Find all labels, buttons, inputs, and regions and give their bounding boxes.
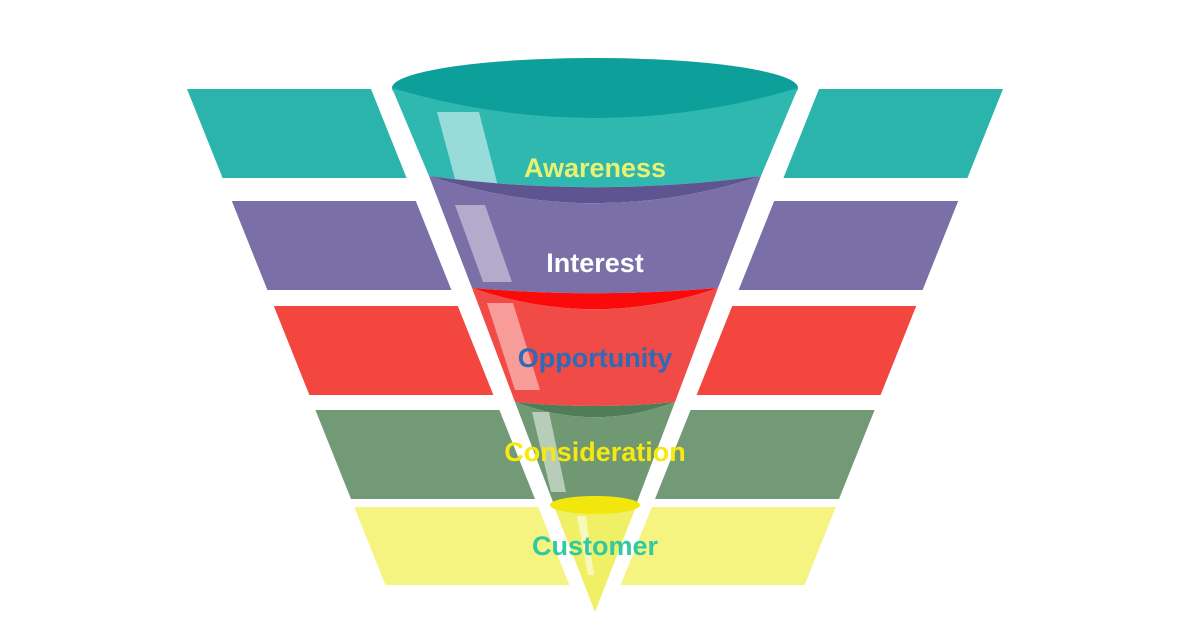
opportunity-wing-right: [696, 306, 917, 395]
customer-label: Customer: [532, 531, 659, 561]
awareness-funnel-segment: [392, 88, 798, 188]
consideration-wing-left: [315, 410, 535, 499]
awareness-top-face: [392, 58, 798, 118]
customer-rim: [550, 496, 640, 514]
awareness-wing-left: [187, 89, 407, 178]
interest-funnel-segment: [429, 176, 761, 294]
opportunity-label: Opportunity: [518, 343, 672, 373]
consideration-highlight-stripe: [532, 412, 566, 492]
interest-highlight-stripe: [455, 205, 512, 282]
interest-wing-right: [738, 201, 959, 290]
customer-wing-left: [354, 507, 570, 585]
opportunity-wing-left: [273, 306, 494, 395]
awareness-highlight-stripe: [437, 112, 500, 194]
interest-wing-left: [231, 201, 452, 290]
consideration-label: Consideration: [504, 437, 686, 467]
customer-funnel-tip: [553, 504, 637, 612]
awareness-wing-right: [783, 89, 1003, 178]
opportunity-highlight-stripe: [487, 303, 540, 390]
consideration-wing-right: [655, 410, 875, 499]
customer-highlight-stripe: [577, 516, 594, 575]
interest-label: Interest: [546, 248, 644, 278]
customer-wing-right: [620, 507, 836, 585]
awareness-label: Awareness: [524, 153, 666, 183]
opportunity-funnel-segment: [472, 288, 718, 406]
